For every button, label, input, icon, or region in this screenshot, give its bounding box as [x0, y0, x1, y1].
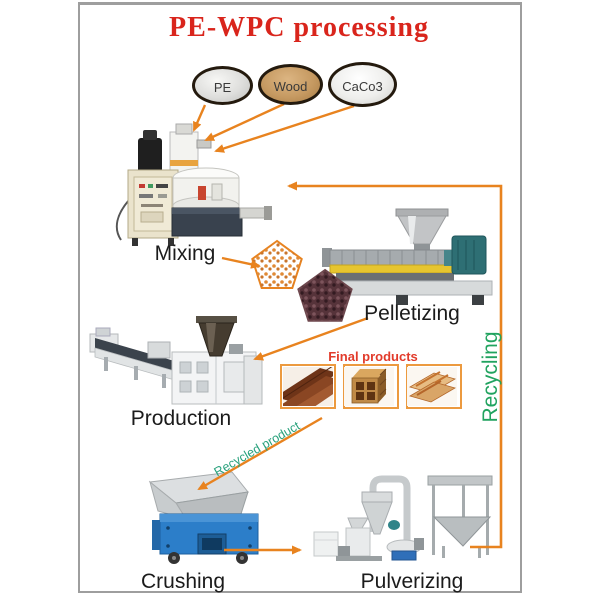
stage-label-production: Production [130, 407, 232, 430]
arrow-pe-to-mixing [192, 104, 207, 132]
stage-label-pulverizing: Pulverizing [360, 570, 464, 593]
crushing-machine-image [148, 471, 259, 564]
arrow-recycling-loop [287, 181, 503, 549]
final-product-hollow-profile-image [343, 364, 399, 409]
arrow-caco3-to-mixing [214, 104, 355, 153]
page-title: PE-WPC processing [169, 12, 429, 43]
pulverizing-machine-image [313, 475, 493, 561]
arrow-wood-to-mixing [204, 102, 285, 142]
material-label-wood: Wood [273, 79, 308, 94]
pelletizing-machine-image [317, 208, 493, 305]
recycling-label: Recycling [479, 331, 502, 423]
arrow-pelletizing-to-production [253, 316, 369, 361]
final-products-label: Final products [328, 349, 418, 364]
production-machine-image [89, 316, 263, 405]
material-sample-caco3: CaCo3 [328, 62, 397, 107]
material-sample-pe: PE [192, 66, 253, 105]
stage-label-crushing: Crushing [140, 570, 226, 593]
material-label-pe: PE [213, 80, 232, 95]
pellets-sample-dark [297, 268, 353, 322]
pellets-sample-light [251, 239, 303, 289]
final-product-decking-image [280, 364, 336, 409]
material-sample-wood: Wood [258, 64, 323, 105]
arrow-mixing-to-pelletizing [221, 256, 261, 269]
stage-label-pelletizing: Pelletizing [364, 302, 460, 325]
stage-label-mixing: Mixing [154, 242, 216, 265]
arrow-recycled-product-to-crushing [197, 416, 323, 491]
material-label-caco3: CaCo3 [342, 79, 383, 94]
mixing-machine-image [115, 123, 272, 246]
final-product-panels-image [406, 364, 462, 409]
